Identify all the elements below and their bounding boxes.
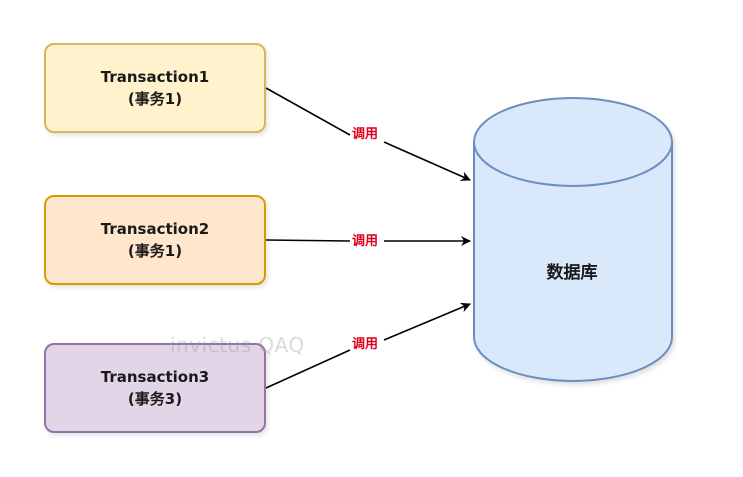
transaction1-subtitle: (事务1) xyxy=(127,90,183,108)
edge-transaction3-to-database xyxy=(265,304,470,389)
transaction1-name: Transaction1 xyxy=(100,68,210,86)
database-cylinder xyxy=(473,97,673,382)
transaction3-name: Transaction3 xyxy=(100,368,210,386)
edge-label-1: 调用 xyxy=(351,127,380,143)
watermark: invictus QAQ xyxy=(170,333,305,357)
transaction2-name: Transaction2 xyxy=(100,220,210,238)
edge-transaction1-to-database xyxy=(265,87,470,180)
transaction1-box: Transaction1 (事务1) xyxy=(44,43,266,133)
database-body xyxy=(473,142,673,382)
edge-label-2: 调用 xyxy=(351,234,380,250)
transaction3-subtitle: (事务3) xyxy=(127,390,183,408)
database-label: 数据库 xyxy=(546,263,598,283)
database-top xyxy=(473,97,673,187)
transaction3-box: Transaction3 (事务3) xyxy=(44,343,266,433)
edge-label-3: 调用 xyxy=(351,337,380,353)
transaction2-box: Transaction2 (事务1) xyxy=(44,195,266,285)
transaction2-subtitle: (事务1) xyxy=(127,242,183,260)
edge-transaction2-to-database xyxy=(265,240,470,241)
